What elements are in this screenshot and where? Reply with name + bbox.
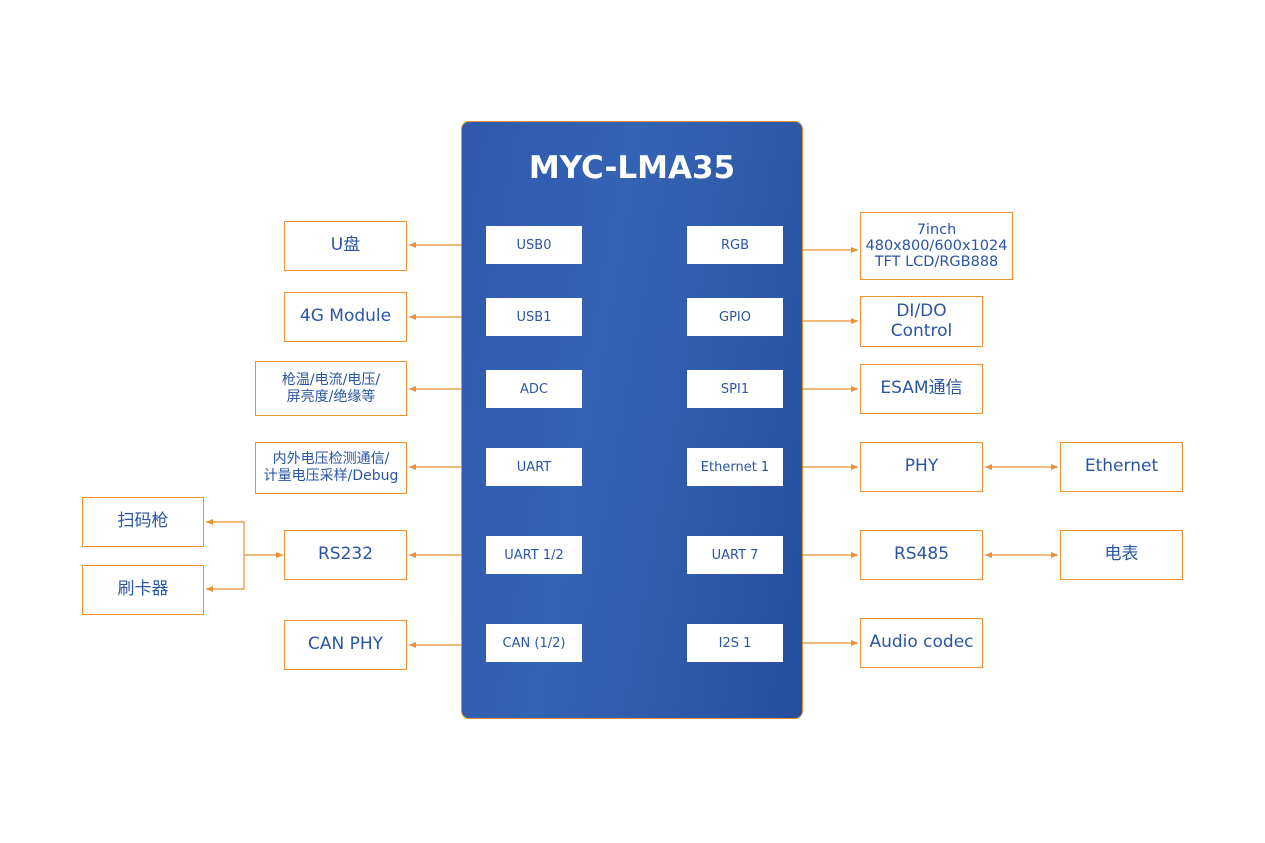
pin-uart: UART — [486, 448, 582, 486]
wire-bracket-scanner — [206, 519, 245, 555]
box-scanner: 扫码枪 — [82, 497, 204, 547]
box-lcd-line1: 7inch — [916, 221, 957, 238]
box-sensing-line1: 枪温/电流/电压/ — [281, 371, 381, 388]
box-voltage-line1: 内外电压检测通信/ — [272, 451, 390, 468]
box-meter: 电表 — [1060, 530, 1183, 580]
box-dido: DI/DO Control — [860, 296, 983, 347]
box-sensing-line2: 屏亮度/绝缘等 — [286, 388, 376, 405]
pin-rgb: RGB — [687, 226, 783, 264]
box-esam: ESAM通信 — [860, 364, 983, 414]
box-lcd-line2: 480x800/600x1024 — [865, 237, 1008, 254]
soc-block: MYC-LMA35 — [461, 121, 803, 719]
pin-usb1: USB1 — [486, 298, 582, 336]
chip-title: MYC-LMA35 — [528, 150, 736, 186]
pin-uart7: UART 7 — [687, 536, 783, 574]
box-rs485: RS485 — [860, 530, 983, 580]
box-voltage-line2: 计量电压采样/Debug — [263, 468, 399, 484]
box-voltage-detect: 内外电压检测通信/ 计量电压采样/Debug — [255, 442, 407, 494]
box-rs232: RS232 — [284, 530, 407, 580]
box-lcd: 7inch 480x800/600x1024 TFT LCD/RGB888 — [860, 212, 1013, 280]
pin-gpio: GPIO — [687, 298, 783, 336]
pin-i2s1: I2S 1 — [687, 624, 783, 662]
box-audio-codec: Audio codec — [860, 618, 983, 668]
box-sensing: 枪温/电流/电压/ 屏亮度/绝缘等 — [255, 361, 407, 416]
pin-spi1: SPI1 — [687, 370, 783, 408]
box-4g-module: 4G Module — [284, 292, 407, 342]
box-lcd-line3: TFT LCD/RGB888 — [874, 254, 999, 271]
box-can-phy: CAN PHY — [284, 620, 407, 670]
box-udisk: U盘 — [284, 221, 407, 271]
box-dido-line1: DI/DO — [896, 301, 947, 322]
box-card-reader: 刷卡器 — [82, 565, 204, 615]
box-dido-line2: Control — [890, 320, 953, 341]
wire-bracket-cardreader — [206, 555, 245, 592]
pin-can: CAN (1/2) — [486, 624, 582, 662]
pin-uart12: UART 1/2 — [486, 536, 582, 574]
pin-usb0: USB0 — [486, 226, 582, 264]
pin-adc: ADC — [486, 370, 582, 408]
pin-ethernet1: Ethernet 1 — [687, 448, 783, 486]
box-phy: PHY — [860, 442, 983, 492]
box-ethernet: Ethernet — [1060, 442, 1183, 492]
